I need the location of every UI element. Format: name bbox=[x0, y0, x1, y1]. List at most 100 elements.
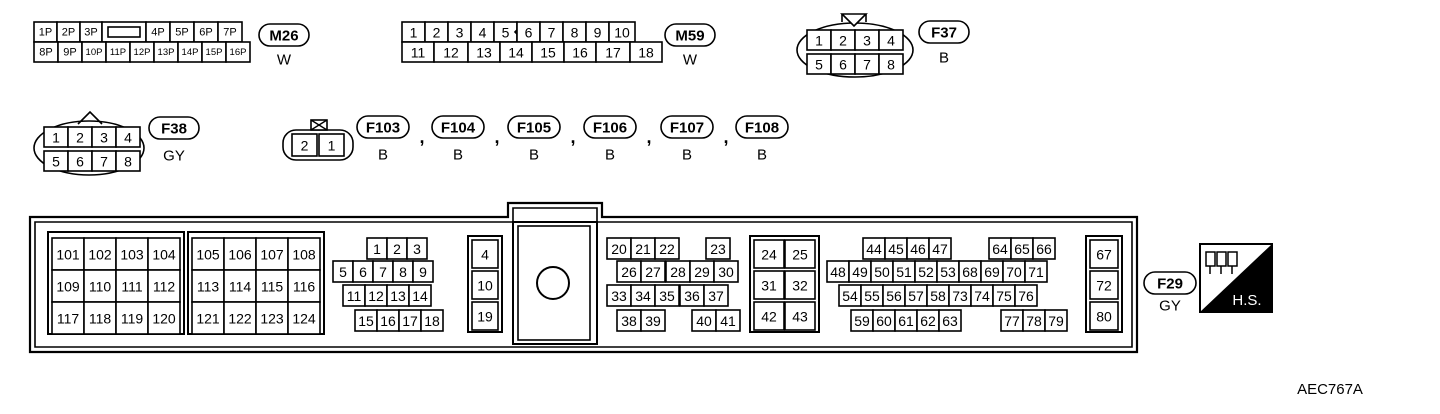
terminal-cell bbox=[420, 309, 444, 332]
key-post bbox=[536, 266, 570, 300]
terminal-cell bbox=[654, 284, 680, 307]
terminal-40: 40 bbox=[696, 313, 712, 329]
terminal-7: 7 bbox=[548, 25, 556, 41]
terminal-cell bbox=[715, 309, 741, 332]
terminal-31: 31 bbox=[761, 278, 777, 294]
terminal-9: 9 bbox=[419, 264, 427, 280]
terminal-110: 110 bbox=[89, 279, 112, 295]
terminal-32: 32 bbox=[792, 278, 808, 294]
terminal-108: 108 bbox=[292, 247, 316, 263]
terminal-4: 4 bbox=[887, 33, 895, 49]
wire-color: B bbox=[529, 147, 539, 164]
terminal-6: 6 bbox=[359, 264, 367, 280]
terminal-73: 73 bbox=[952, 288, 968, 304]
terminal-cell bbox=[654, 237, 680, 260]
terminal-8: 8 bbox=[124, 154, 132, 170]
connector-shell bbox=[33, 120, 145, 176]
terminal-cell bbox=[408, 284, 432, 307]
terminal-14P: 14P bbox=[182, 47, 199, 58]
terminal-58: 58 bbox=[930, 288, 946, 304]
connector-tag-outline bbox=[664, 23, 716, 47]
terminal-121: 121 bbox=[196, 311, 220, 327]
terminal-cell bbox=[938, 309, 962, 332]
terminal-38: 38 bbox=[621, 313, 637, 329]
terminal-117: 117 bbox=[57, 311, 80, 327]
terminal-1P: 1P bbox=[39, 27, 52, 39]
terminal-79: 79 bbox=[1048, 313, 1064, 329]
connector-tag: F104 bbox=[441, 120, 476, 137]
terminal-20: 20 bbox=[611, 241, 627, 257]
terminal-63: 63 bbox=[942, 313, 958, 329]
connector-tag-outline bbox=[735, 115, 789, 139]
terminal-cell bbox=[287, 269, 321, 303]
terminal-16: 16 bbox=[572, 45, 588, 61]
terminal-2P: 2P bbox=[62, 27, 75, 39]
terminal-5P: 5P bbox=[175, 27, 188, 39]
terminal-48: 48 bbox=[830, 264, 846, 280]
terminal-16: 16 bbox=[380, 313, 396, 329]
terminal-113: 113 bbox=[197, 279, 220, 295]
terminal-cell bbox=[287, 237, 321, 271]
terminal-39: 39 bbox=[645, 313, 661, 329]
blank-plug bbox=[107, 26, 141, 38]
terminal-cell bbox=[705, 237, 731, 260]
terminal-7: 7 bbox=[100, 154, 108, 170]
terminal-70: 70 bbox=[1006, 264, 1022, 280]
terminal-cell bbox=[1014, 284, 1038, 307]
terminal-cell bbox=[1044, 309, 1068, 332]
terminal-57: 57 bbox=[908, 288, 924, 304]
terminal-114: 114 bbox=[229, 279, 252, 295]
terminal-18: 18 bbox=[424, 313, 440, 329]
wire-color: W bbox=[683, 52, 698, 69]
separator: , bbox=[646, 127, 651, 147]
terminal-4P: 4P bbox=[151, 27, 164, 39]
terminal-5: 5 bbox=[52, 154, 60, 170]
terminal-2: 2 bbox=[433, 25, 441, 41]
terminal-112: 112 bbox=[153, 279, 176, 295]
terminal-46: 46 bbox=[910, 241, 926, 257]
terminal-5: 5 bbox=[339, 264, 347, 280]
terminal-107: 107 bbox=[260, 247, 284, 263]
terminal-9: 9 bbox=[594, 25, 602, 41]
wire-color: W bbox=[277, 52, 292, 69]
terminal-23: 23 bbox=[710, 241, 726, 257]
terminal-77: 77 bbox=[1004, 313, 1020, 329]
key-tab bbox=[840, 13, 868, 28]
terminal-cell bbox=[1089, 270, 1119, 300]
terminal-15: 15 bbox=[540, 45, 556, 61]
terminal-22: 22 bbox=[659, 241, 675, 257]
terminal-cell bbox=[225, 41, 251, 63]
terminal-1: 1 bbox=[410, 25, 418, 41]
terminal-124: 124 bbox=[292, 311, 316, 327]
terminal-5: 5 bbox=[815, 57, 823, 73]
terminal-cell bbox=[640, 309, 666, 332]
wire-color: B bbox=[453, 147, 463, 164]
terminal-cell bbox=[51, 301, 85, 335]
terminal-cell bbox=[1032, 237, 1056, 260]
terminal-33: 33 bbox=[611, 288, 627, 304]
connector-tag: F105 bbox=[517, 120, 551, 137]
terminal-12: 12 bbox=[368, 288, 384, 304]
terminal-15P: 15P bbox=[206, 47, 223, 58]
terminal-2: 2 bbox=[301, 138, 309, 154]
wire-color: GY bbox=[1159, 298, 1181, 315]
terminal-11P: 11P bbox=[110, 47, 126, 58]
terminal-cell bbox=[703, 284, 729, 307]
terminal-7P: 7P bbox=[223, 27, 236, 39]
terminal-cell bbox=[640, 260, 666, 283]
terminal-11: 11 bbox=[347, 288, 362, 304]
terminal-75: 75 bbox=[996, 288, 1012, 304]
terminal-120: 120 bbox=[152, 311, 176, 327]
terminal-cell bbox=[471, 239, 499, 269]
terminal-29: 29 bbox=[694, 264, 710, 280]
terminal-9P: 9P bbox=[63, 47, 76, 59]
terminal-cell bbox=[147, 237, 181, 271]
terminal-4: 4 bbox=[124, 130, 132, 146]
separator: , bbox=[494, 127, 499, 147]
terminal-2: 2 bbox=[393, 241, 401, 257]
terminal-cell bbox=[1089, 301, 1119, 331]
